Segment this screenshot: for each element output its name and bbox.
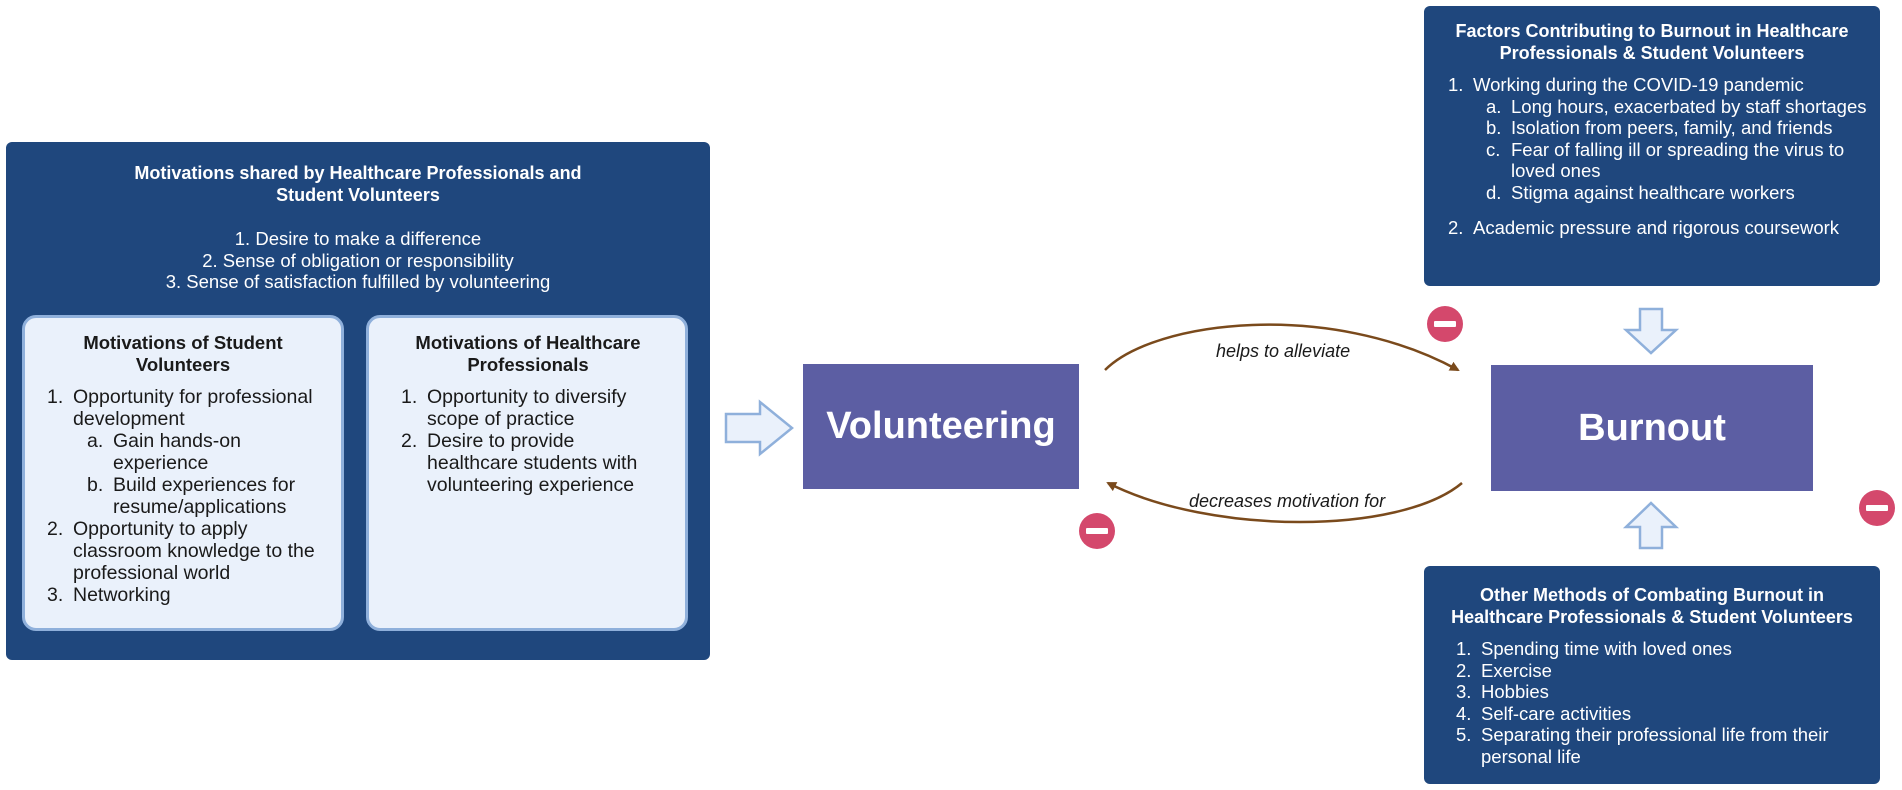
shared-item: 1. Desire to make a difference xyxy=(234,228,482,249)
block-arrow-down xyxy=(1622,307,1680,355)
shared-motivations-box: Motivations shared by Healthcare Profess… xyxy=(6,142,710,660)
list-item: 1. Opportunity to diversify scope of pra… xyxy=(401,386,627,430)
list-item: 1. Spending time with loved ones xyxy=(1456,638,1732,659)
sub-list-item: a. Gain hands-on experience xyxy=(87,430,241,474)
arc-decreases-motivation-for xyxy=(1106,481,1463,524)
list-item: 3. Networking xyxy=(47,584,171,606)
burnout-factors-box: Factors Contributing to Burnout in Healt… xyxy=(1424,6,1880,286)
shared-item: 2. Sense of obligation or responsibility xyxy=(202,249,514,271)
combating-methods-title: Other Methods of Combating Burnout in He… xyxy=(1451,585,1853,627)
healthcare-motivations-list: 1. Opportunity to diversify scope of pra… xyxy=(401,386,659,496)
shared-motivations-title: Motivations shared by Healthcare Profess… xyxy=(134,163,582,205)
inhibit-icon xyxy=(1859,490,1895,526)
block-arrow-up xyxy=(1622,501,1680,550)
edge-label-helps: helps to alleviate xyxy=(1216,341,1351,361)
shared-motivations-list: 1. Desire to make a difference 2. Sense … xyxy=(6,228,710,293)
inhibit-icon xyxy=(1427,306,1463,342)
sub-list-item: d. Stigma against healthcare workers xyxy=(1486,181,1795,203)
sub-list-item: c. Fear of falling ill or spreading the … xyxy=(1486,138,1845,182)
list-item: 2. Academic pressure and rigorous course… xyxy=(1448,217,1840,238)
block-arrow-right xyxy=(724,399,794,457)
shared-item: 3. Sense of satisfaction fulfilled by vo… xyxy=(165,271,551,292)
list-item: 4. Self-care activities xyxy=(1456,702,1632,724)
combating-methods-list: 1. Spending time with loved ones 2. Exer… xyxy=(1456,638,1874,767)
inhibit-icon xyxy=(1079,513,1115,549)
list-item: 2. Opportunity to apply classroom knowle… xyxy=(47,518,315,584)
volunteering-node: Volunteering xyxy=(803,364,1079,489)
sub-list-item: b. Build experiences for resume/applicat… xyxy=(87,474,296,518)
sub-list-item: a. Long hours, exacerbated by staff shor… xyxy=(1486,95,1867,117)
burnout-node: Burnout xyxy=(1491,365,1813,491)
burnout-factors-list: 1. Working during the COVID-19 pandemic … xyxy=(1448,74,1874,239)
list-item: 2. Exercise xyxy=(1456,659,1552,681)
student-motivations-box: Motivations of Student Volunteers 1. Opp… xyxy=(22,315,344,631)
healthcare-motivations-box: Motivations of Healthcare Professionals … xyxy=(366,315,688,631)
list-item: 1. Opportunity for professional developm… xyxy=(47,386,337,518)
burnout-factors-title: Factors Contributing to Burnout in Healt… xyxy=(1455,21,1849,63)
student-motivations-title: Motivations of Student Volunteers xyxy=(83,332,283,375)
sub-list-item: b. Isolation from peers, family, and fri… xyxy=(1486,117,1833,138)
list-item: 5. Separating their professional life fr… xyxy=(1456,724,1829,767)
list-item: 2. Desire to provide healthcare students… xyxy=(401,430,638,496)
list-item: 3. Hobbies xyxy=(1456,681,1549,702)
healthcare-motivations-title: Motivations of Healthcare Professionals xyxy=(415,332,641,375)
edge-label-decreases: decreases motivation for xyxy=(1189,491,1386,511)
arc-helps-to-alleviate xyxy=(1104,323,1460,372)
combating-methods-box: Other Methods of Combating Burnout in He… xyxy=(1424,566,1880,784)
list-item: 1. Working during the COVID-19 pandemic … xyxy=(1448,74,1874,203)
student-motivations-list: 1. Opportunity for professional developm… xyxy=(47,386,337,606)
